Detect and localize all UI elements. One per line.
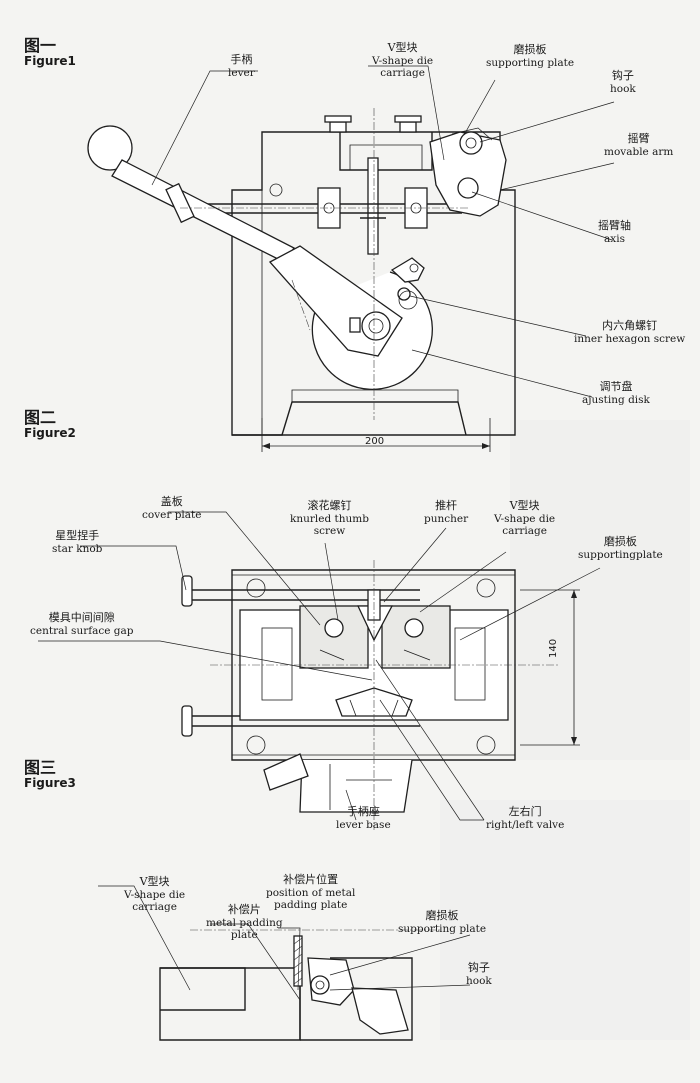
dimension-200: 200: [365, 436, 385, 447]
dimension-140: 140: [548, 638, 559, 658]
figure3-drawing: [98, 885, 471, 1041]
figure1-drawing: [87, 65, 615, 452]
background-ghost-text-bottom: [440, 800, 690, 1040]
figure2-drawing: [38, 511, 601, 830]
